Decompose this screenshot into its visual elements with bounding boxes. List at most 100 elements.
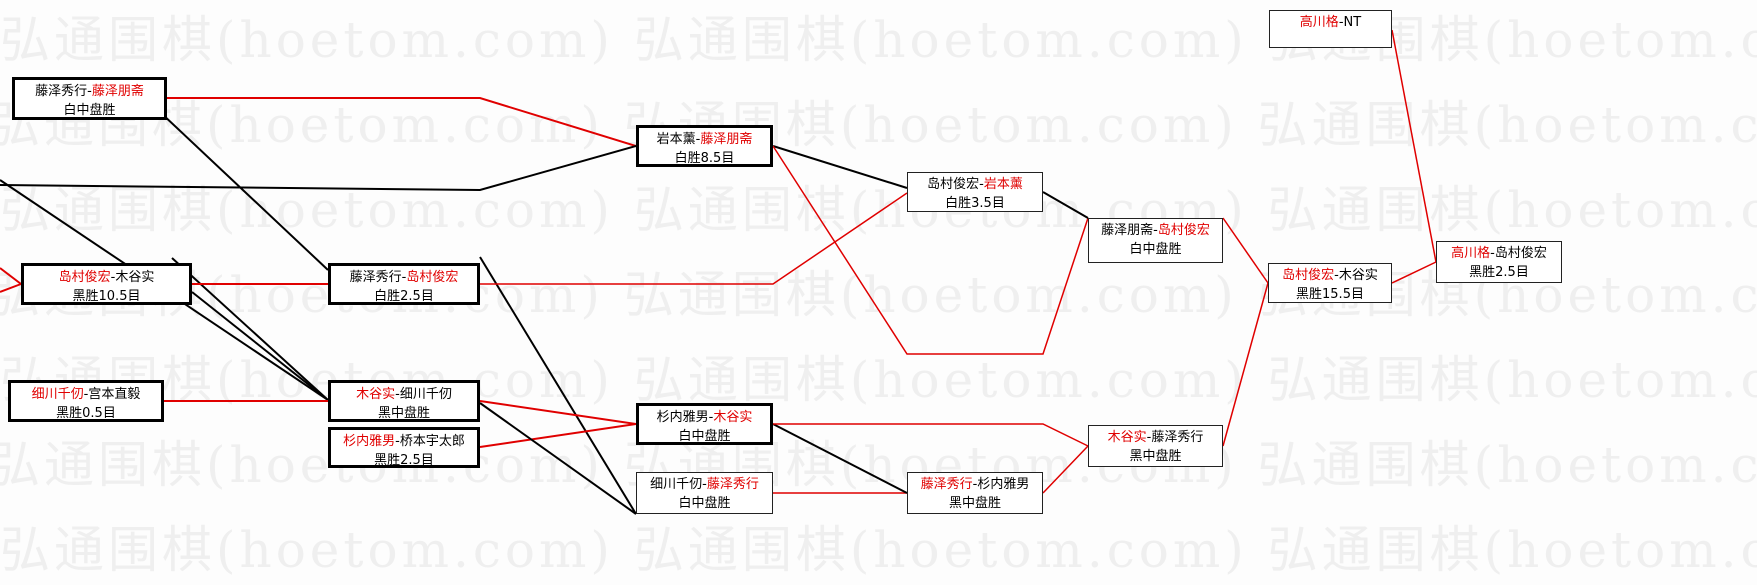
winner-connector: [479, 400, 637, 425]
separator: -: [972, 477, 978, 492]
match-players: 岩本薰-藤泽朋斋: [639, 130, 770, 149]
match-result: 黑胜10.5目: [72, 289, 141, 304]
winner-connector: [479, 423, 637, 448]
separator: -: [1490, 246, 1495, 261]
black-player: 细川千仞: [650, 477, 703, 492]
match-box[interactable]: 藤泽秀行-岛村俊宏白胜2.5目: [328, 263, 480, 305]
match-box[interactable]: 高川格-岛村俊宏黑胜2.5目: [1436, 241, 1562, 283]
match-players: 藤泽秀行-杉内雅男: [908, 475, 1042, 494]
match-box[interactable]: 木谷实-藤泽秀行黑中盘胜: [1088, 425, 1223, 467]
separator: -: [979, 177, 984, 192]
match-players: 藤泽秀行-藤泽朋斋: [15, 82, 164, 101]
match-box[interactable]: 杉内雅男-木谷实白中盘胜: [636, 403, 773, 445]
black-player: 岛村俊宏: [1282, 268, 1335, 283]
match-box[interactable]: 高川格-NT: [1269, 10, 1392, 48]
watermark-text: 弘通围棋(hoetom.com) 弘通围棋(hoetom.com) 弘通围棋(h…: [0, 351, 1757, 409]
loser-connector: [171, 257, 329, 401]
loser-connector: [772, 145, 908, 189]
black-player: 藤泽秀行: [920, 477, 973, 492]
match-box[interactable]: 木谷实-细川千仞黑中盘胜: [328, 380, 480, 422]
black-player: 岛村俊宏: [927, 177, 980, 192]
match-box[interactable]: 藤泽秀行-杉内雅男黑中盘胜: [907, 472, 1043, 514]
winner-connector: [773, 423, 1089, 447]
match-players: 岛村俊宏-岩本薰: [908, 175, 1042, 194]
match-box[interactable]: 岩本薰-藤泽朋斋白胜8.5目: [636, 125, 773, 167]
watermark-text: 弘通围棋(hoetom.com) 弘通围棋(hoetom.com) 弘通围棋(h…: [0, 181, 1757, 239]
match-result: 白中盘胜: [678, 496, 731, 511]
match-result: 白胜2.5目: [374, 289, 434, 304]
match-box[interactable]: 细川千仞-宫本直毅黑胜0.5目: [8, 380, 164, 422]
match-players: 木谷实-藤泽秀行: [1089, 428, 1222, 447]
black-player: 杉内雅男: [343, 434, 396, 449]
watermark-text: 弘通围棋(hoetom.com) 弘通围棋(hoetom.com) 弘通围棋(h…: [0, 11, 1757, 69]
white-player: 木谷实: [1338, 268, 1378, 283]
black-player: 岛村俊宏: [58, 270, 111, 285]
winner-connector: [1222, 217, 1269, 284]
white-player: 木谷实: [713, 410, 753, 425]
match-box[interactable]: 细川千仞-藤泽秀行白中盘胜: [636, 472, 773, 514]
white-player: 岛村俊宏: [1494, 246, 1547, 261]
match-players: 细川千仞-藤泽秀行: [637, 475, 772, 494]
match-players: 木谷实-细川千仞: [331, 385, 477, 404]
watermark-text: 弘通围棋(hoetom.com) 弘通围棋(hoetom.com) 弘通围棋(h…: [0, 436, 1757, 494]
match-box[interactable]: 藤泽秀行-藤泽朋斋白中盘胜: [12, 77, 167, 120]
watermark-text: 弘通围棋(hoetom.com) 弘通围棋(hoetom.com) 弘通围棋(h…: [0, 96, 1757, 154]
match-result: 黑中盘胜: [377, 406, 430, 421]
loser-connector: [0, 145, 637, 192]
match-box[interactable]: 岛村俊宏-木谷实黑胜15.5目: [1268, 263, 1392, 303]
match-result: 黑胜2.5目: [1469, 265, 1529, 280]
match-result: 白中盘胜: [63, 103, 116, 118]
separator: -: [83, 387, 89, 402]
loser-connector: [479, 256, 637, 515]
winner-connector: [1391, 261, 1437, 284]
separator: -: [1334, 268, 1339, 283]
separator: -: [695, 132, 701, 147]
match-result: 白胜8.5目: [674, 151, 735, 166]
match-result: 白胜3.5目: [945, 196, 1005, 211]
white-player: 藤泽秀行: [706, 477, 759, 492]
match-box[interactable]: 杉内雅男-桥本宇太郎黑胜2.5目: [328, 427, 480, 468]
match-box[interactable]: 藤泽朋斋-岛村俊宏白中盘胜: [1088, 218, 1223, 263]
black-player: 细川千仞: [31, 387, 84, 402]
separator: -: [110, 270, 116, 285]
match-result: 白中盘胜: [1129, 242, 1182, 257]
winner-connector: [1222, 282, 1269, 447]
winner-connector: [0, 283, 22, 293]
loser-connector: [479, 402, 637, 515]
black-player: 高川格: [1451, 246, 1491, 261]
white-player: 木谷实: [115, 270, 155, 285]
separator: -: [1146, 430, 1152, 445]
separator: -: [1153, 223, 1158, 238]
white-player: 桥本宇太郎: [399, 434, 465, 449]
match-players: 高川格-NT: [1270, 13, 1391, 32]
white-player: 藤泽朋斋: [700, 132, 753, 147]
match-result: 黑胜15.5目: [1296, 287, 1364, 302]
black-player: 高川格: [1299, 15, 1339, 30]
match-box[interactable]: 岛村俊宏-岩本薰白胜3.5目: [907, 172, 1043, 212]
white-player: 岩本薰: [983, 177, 1023, 192]
separator: -: [1338, 15, 1344, 30]
match-players: 藤泽秀行-岛村俊宏: [331, 268, 477, 287]
match-players: 藤泽朋斋-岛村俊宏: [1089, 221, 1222, 240]
white-player: 岛村俊宏: [1157, 223, 1210, 238]
winner-connector: [167, 97, 637, 147]
white-player: 藤泽朋斋: [91, 84, 144, 99]
match-box[interactable]: 岛村俊宏-木谷实黑胜10.5目: [21, 263, 192, 305]
white-player: 细川千仞: [399, 387, 452, 402]
white-player: 岛村俊宏: [406, 270, 459, 285]
separator: -: [708, 410, 714, 425]
black-player: 藤泽秀行: [349, 270, 402, 285]
match-players: 杉内雅男-桥本宇太郎: [331, 432, 477, 451]
winner-connector: [0, 267, 22, 285]
black-player: 藤泽秀行: [35, 84, 88, 99]
separator: -: [395, 434, 400, 449]
white-player: NT: [1343, 15, 1362, 30]
match-players: 高川格-岛村俊宏: [1437, 244, 1561, 263]
white-player: 藤泽秀行: [1151, 430, 1204, 445]
match-result: 黑中盘胜: [1129, 449, 1182, 464]
match-result: 黑中盘胜: [948, 496, 1001, 511]
black-player: 木谷实: [356, 387, 396, 402]
black-player: 岩本薰: [656, 132, 696, 147]
white-player: 宫本直毅: [88, 387, 141, 402]
